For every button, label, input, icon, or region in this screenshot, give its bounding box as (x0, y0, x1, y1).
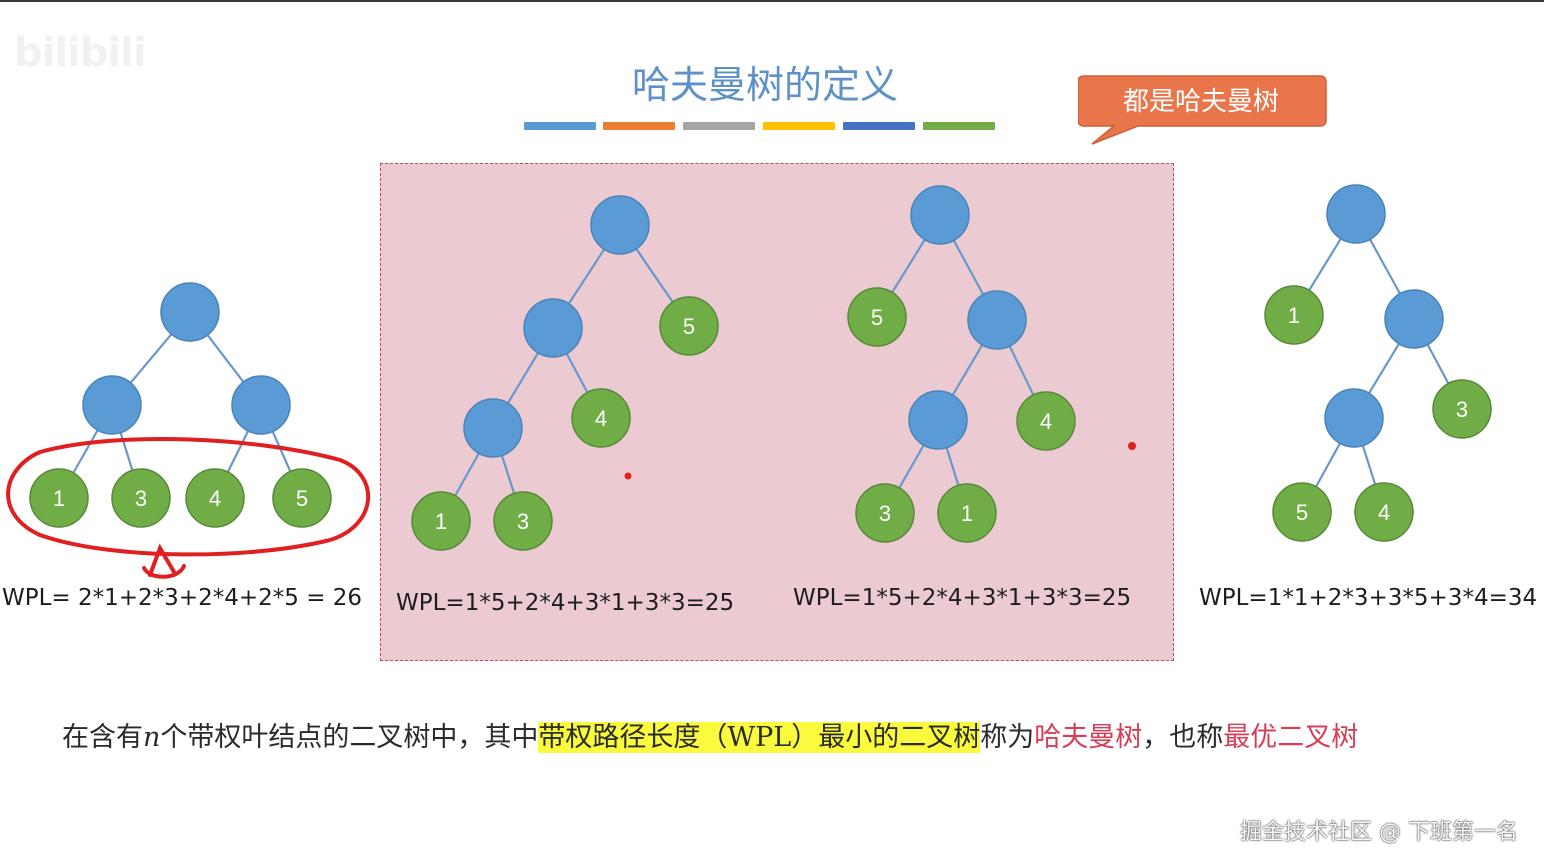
leaf-node (493, 491, 553, 551)
red-dot-mark (624, 472, 632, 480)
leaf-node (185, 468, 245, 528)
definition-text: 在含有n个带权叶结点的二叉树中，其中带权路径长度（WPL）最小的二叉树称为哈夫曼… (62, 715, 1358, 754)
tree-node (463, 398, 523, 458)
color-bar-segment (763, 122, 835, 130)
definition-part: 个带权叶结点的二叉树中，其中 (160, 722, 539, 753)
leaf-weight: 4 (1040, 409, 1052, 434)
leaf-weight: 5 (296, 486, 308, 511)
color-bar-segment (843, 122, 915, 130)
leaf-weight: 4 (1378, 500, 1390, 525)
definition-variable: n (143, 722, 161, 753)
tree-node (967, 290, 1027, 350)
tree-node (82, 375, 142, 435)
leaf-weight: 1 (53, 486, 65, 511)
tree-node (1326, 184, 1386, 244)
callout-bubble: 都是哈夫曼树 (1077, 74, 1328, 146)
top-rule (0, 0, 1544, 2)
internal-nodes (82, 184, 1444, 458)
tree-node (231, 375, 291, 435)
tree-node (908, 390, 968, 450)
leaf-node (411, 491, 471, 551)
wpl-formula: WPL=1*1+2*3+3*5+3*4=34 (1199, 585, 1538, 611)
leaf-weight: 5 (871, 305, 883, 330)
leaf-weight: 5 (683, 314, 695, 339)
red-scribble-mark (142, 543, 186, 579)
leaf-weight: 1 (1288, 303, 1300, 328)
callout-text: 都是哈夫曼树 (1122, 87, 1279, 117)
definition-part: 在含有 (62, 722, 143, 753)
leaf-weight: 1 (435, 509, 447, 534)
leaf-nodes (29, 285, 1492, 551)
definition-part: 称为 (980, 722, 1035, 753)
callout-shape (1077, 75, 1327, 145)
leaf-node (1354, 482, 1414, 542)
tree-node (1324, 388, 1384, 448)
wpl-formula: WPL=1*5+2*4+3*1+3*3=25 (396, 590, 735, 616)
color-bar-segment (923, 122, 995, 130)
leaf-node (659, 296, 719, 356)
color-bar-segment (683, 122, 755, 130)
leaf-node (847, 287, 907, 347)
leaf-node (29, 468, 89, 528)
tree-node (523, 298, 583, 358)
leaf-weight: 3 (135, 486, 147, 511)
leaf-weight: 4 (595, 406, 607, 431)
leaf-weight: 1 (961, 501, 973, 526)
leaf-node (937, 483, 997, 543)
leaf-node (1272, 482, 1332, 542)
leaf-node (855, 483, 915, 543)
wpl-formula: WPL=1*5+2*4+3*1+3*3=25 (793, 585, 1132, 611)
bilibili-watermark: bilibili (14, 30, 147, 76)
leaf-weight: 3 (1456, 397, 1468, 422)
page-title: 哈夫曼树的定义 (631, 63, 898, 107)
tree-node (160, 282, 220, 342)
leaf-weight: 4 (209, 486, 221, 511)
leaf-node (571, 388, 631, 448)
tree-node (910, 185, 970, 245)
definition-term: 最优二叉树 (1223, 722, 1359, 753)
definition-part: ，也称 (1142, 722, 1224, 753)
leaf-node (1016, 391, 1076, 451)
red-dot-mark (1128, 442, 1136, 450)
color-bar-segment (524, 122, 596, 130)
leaf-node (1264, 285, 1324, 345)
leaf-node (1432, 379, 1492, 439)
leaf-weight: 5 (1296, 500, 1308, 525)
wpl-formula: WPL= 2*1+2*3+2*4+2*5 = 26 (2, 585, 363, 611)
definition-term: 哈夫曼树 (1034, 722, 1143, 753)
definition-highlight: 带权路径长度（WPL）最小的二叉树 (538, 722, 981, 753)
footer-watermark: 掘金技术社区 @ 下班第一名 (1240, 820, 1518, 845)
tree-node (590, 195, 650, 255)
leaf-weight: 3 (879, 501, 891, 526)
leaf-labels: 1 3 4 5 5 4 1 3 5 4 3 1 1 3 5 4 (53, 303, 1468, 534)
tree-node (1384, 289, 1444, 349)
red-annotation (6, 437, 370, 579)
leaf-weight: 3 (517, 509, 529, 534)
edges (58, 213, 1463, 522)
leaf-node (111, 468, 171, 528)
red-circle-mark (6, 437, 370, 557)
color-bar-segment (603, 122, 675, 130)
leaf-node (272, 468, 332, 528)
